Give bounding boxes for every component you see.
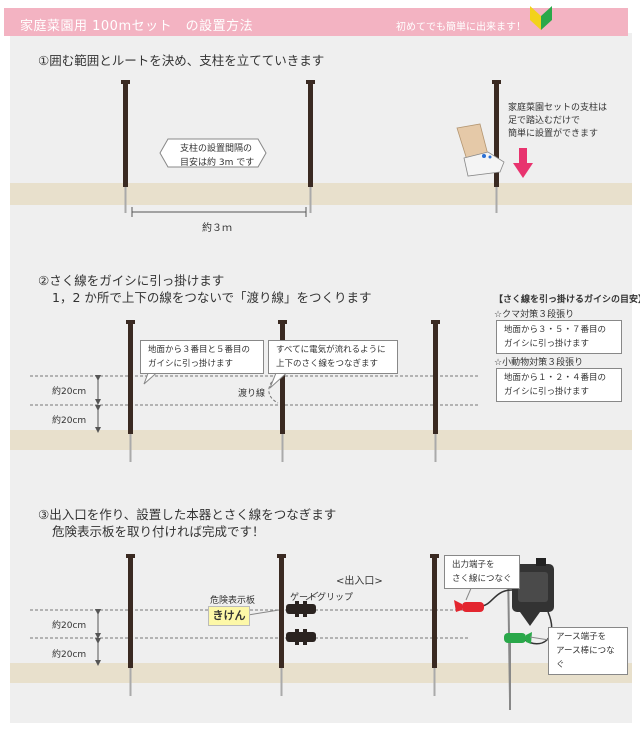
step1-heading: ①囲む範囲とルートを決め、支柱を立てていきます: [38, 53, 325, 68]
ground-step2: [10, 430, 632, 450]
energizer-unit-icon: [507, 558, 554, 701]
earth-callout: アース端子を アース棒につなぐ: [548, 627, 628, 675]
push-down-arrow-icon: [513, 148, 533, 178]
foot-illustration: [456, 123, 505, 177]
step2-wires: [30, 375, 480, 406]
guide-small-label: ☆小動物対策３段張り: [494, 358, 584, 368]
step3-posts: [126, 554, 439, 696]
step1-callout-line2: 目安は約 3m です: [180, 158, 255, 168]
output-clip-red-icon: [454, 600, 484, 612]
step3-wires: [30, 609, 470, 639]
step1-note-line1: 家庭菜園セットの支柱は: [508, 103, 608, 113]
earth-callout-line1: アース端子を: [556, 632, 607, 642]
distance-label: 約３ｍ: [202, 223, 232, 234]
guide-small-line2: ガイシに引っ掛けます: [504, 387, 590, 397]
header-banner: 家庭菜園用 100mセット の設置方法 初めてでも簡単に出来ます！: [4, 8, 628, 36]
gate-grip-label: ゲートグリップ: [290, 593, 354, 603]
beginner-mark-icon: [530, 6, 552, 30]
step2-callout-a-line2: ガイシに引っ掛けます: [148, 359, 234, 369]
ground-step1: [10, 183, 632, 205]
danger-sign: きけん: [208, 606, 250, 626]
step2-callout-b: すべてに電気が流れるように 上下のさく線をつなぎます: [268, 340, 398, 374]
step2-spacing-lower: 約20cm: [52, 416, 87, 426]
output-callout-line2: さく線につなぐ: [452, 574, 512, 584]
step2-spacing-upper: 約20cm: [52, 387, 87, 397]
step2-callout-a-line1: 地面から３番目と５番目の: [148, 345, 251, 355]
page-subtitle: 初めてでも簡単に出来ます！: [396, 22, 526, 33]
step2-heading-line1: ②さく線をガイシに引っ掛けます: [38, 273, 225, 288]
guide-bear-line2: ガイシに引っ掛けます: [504, 339, 590, 349]
gate-grip-icon: [286, 591, 319, 645]
earth-clip-green-icon: [504, 632, 532, 644]
step2-posts: [126, 320, 440, 462]
step1-posts: [121, 80, 501, 213]
wire-label: 渡り線: [238, 389, 266, 399]
step3-heading-line1: ③出入口を作り、設置した本器とさく線をつなぎます: [38, 507, 337, 522]
ground-step3: [10, 663, 632, 683]
step3-spacing-lower: 約20cm: [52, 650, 87, 660]
step1-note-line2: 足で踏込むだけで: [508, 116, 581, 126]
guide-bear-label: ☆クマ対策３段張り: [494, 310, 575, 320]
page-title: 家庭菜園用 100mセット の設置方法: [20, 19, 254, 34]
entrance-label: <出入口>: [336, 576, 383, 587]
step1-note-line3: 簡単に設置ができます: [508, 129, 599, 139]
step1-callout-line1: 支柱の設置間隔の: [180, 144, 253, 154]
step2-heading-line2: 1，2 か所で上下の線をつないで「渡り線」をつくります: [52, 290, 372, 305]
guide-small-line1: 地面から１・２・４番目の: [504, 373, 607, 383]
output-callout: 出力端子を さく線につなぐ: [444, 555, 520, 589]
guide-bear-box: 地面から３・５・７番目の ガイシに引っ掛けます: [496, 320, 622, 354]
step2-callout-b-line2: 上下のさく線をつなぎます: [276, 359, 379, 369]
step2-callout-b-line1: すべてに電気が流れるように: [276, 345, 386, 355]
sign-caption: 危険表示板: [210, 596, 256, 606]
guide-title: 【さく線を引っ掛けるガイシの目安】: [494, 295, 640, 305]
guide-bear-line1: 地面から３・５・７番目の: [504, 325, 607, 335]
step3-heading-line2: 危険表示板を取り付ければ完成です！: [52, 524, 265, 539]
step2-callout-a: 地面から３番目と５番目の ガイシに引っ掛けます: [140, 340, 264, 374]
step3-spacing-upper: 約20cm: [52, 621, 87, 631]
output-callout-line1: 出力端子を: [452, 560, 495, 570]
earth-callout-line2: アース棒につなぐ: [556, 646, 615, 670]
guide-small-box: 地面から１・２・４番目の ガイシに引っ掛けます: [496, 368, 622, 402]
